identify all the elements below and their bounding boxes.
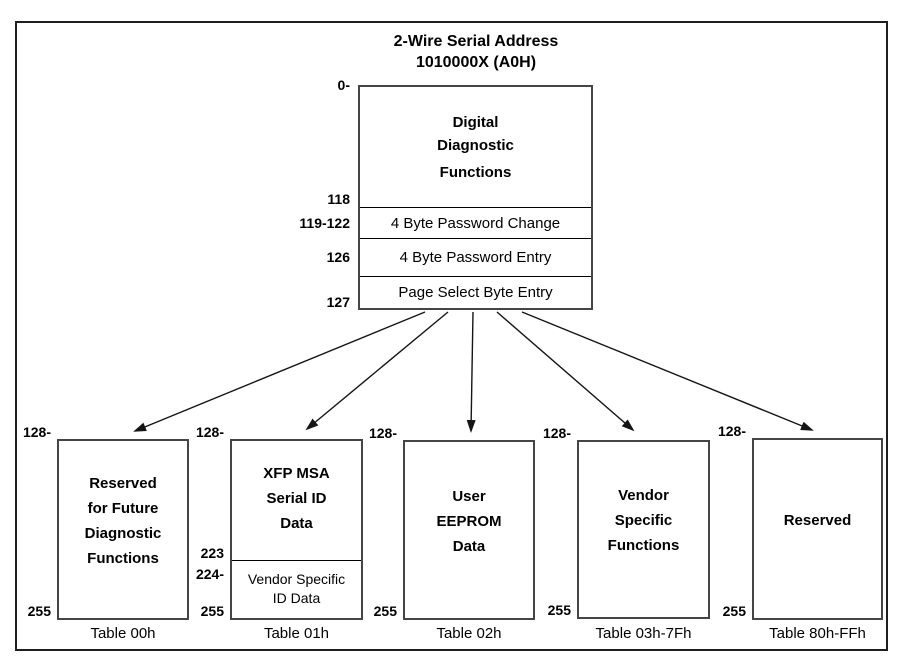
table-00h-title: Reserved for Future Diagnostic Functions xyxy=(85,471,162,571)
title-line-2: 1010000X (A0H) xyxy=(415,54,537,71)
password-entry-row: 4 Byte Password Entry xyxy=(360,238,591,276)
table-01h-caption: Table 01h xyxy=(263,625,330,642)
addr-label-128: 128- xyxy=(22,424,51,440)
addr-label-128: 128- xyxy=(542,425,571,441)
table-80h-caption: Table 80h-FFh xyxy=(769,625,866,642)
box-line: Data xyxy=(280,515,313,532)
box-line: Vendor xyxy=(618,487,669,504)
table-80h-box: Reserved xyxy=(752,438,883,620)
box-line: Diagnostic xyxy=(84,524,162,542)
addr-label-224: 224- xyxy=(195,566,224,582)
table-02h-title: User EEPROM Data xyxy=(436,484,501,559)
table-01h-box: XFP MSA Serial ID Data Vendor Specific I… xyxy=(230,439,363,620)
addr-label-255: 255 xyxy=(373,603,397,619)
diagram-title: 2-Wire Serial Address 1010000X (A0H) xyxy=(306,31,646,73)
a0h-memory-box: Digital Diagnostic Functions 4 Byte Pass… xyxy=(358,85,593,310)
box-line: Reserved xyxy=(783,511,852,529)
table-00h-caption: Table 00h xyxy=(90,625,156,642)
addr-label-255: 255 xyxy=(547,602,571,618)
page-select-row: Page Select Byte Entry xyxy=(360,276,591,308)
addr-label-127: 127 xyxy=(326,294,350,310)
addr-label-128: 128- xyxy=(368,425,397,441)
box-line: Vendor Specific xyxy=(247,571,346,587)
section-line: Diagnostic xyxy=(437,136,514,154)
table-02h-caption: Table 02h xyxy=(436,625,502,642)
serial-id-section: XFP MSA Serial ID Data xyxy=(232,441,361,560)
box-line: Reserved xyxy=(89,474,157,492)
box-line: Functions xyxy=(87,549,159,567)
box-line: Specific xyxy=(614,512,673,529)
box-line: ID Data xyxy=(272,590,321,606)
digital-diagnostic-section: Digital Diagnostic Functions xyxy=(360,87,591,207)
addr-label-128: 128- xyxy=(717,423,746,439)
title-line-1: 2-Wire Serial Address xyxy=(393,33,559,50)
box-line: for Future xyxy=(87,499,159,517)
password-change-row: 4 Byte Password Change xyxy=(360,207,591,238)
table-03h-box: Vendor Specific Functions xyxy=(577,440,710,619)
table-02h-box: User EEPROM Data xyxy=(403,440,535,620)
addr-label-0: 0- xyxy=(337,77,350,93)
box-line: EEPROM xyxy=(436,512,502,530)
addr-label-128: 128- xyxy=(195,424,224,440)
vendor-specific-id-section: Vendor Specific ID Data xyxy=(232,560,361,617)
section-line: Functions xyxy=(439,163,512,181)
section-line: Digital xyxy=(452,113,499,131)
box-line: Serial ID xyxy=(266,490,327,507)
addr-label-255: 255 xyxy=(722,603,746,619)
box-line: User xyxy=(452,487,486,505)
addr-label-223: 223 xyxy=(200,545,224,561)
box-line: XFP MSA xyxy=(263,465,330,482)
box-line: Data xyxy=(452,537,486,555)
addr-label-255: 255 xyxy=(27,603,51,619)
table-00h-box: Reserved for Future Diagnostic Functions xyxy=(57,439,189,620)
addr-label-118: 118 xyxy=(327,191,350,207)
addr-label-126: 126 xyxy=(326,249,350,265)
table-80h-title: Reserved xyxy=(784,508,852,533)
table-03h-caption: Table 03h-7Fh xyxy=(595,625,692,642)
table-03h-title: Vendor Specific Functions xyxy=(608,483,680,558)
addr-label-119-122: 119-122 xyxy=(299,215,350,231)
addr-label-255: 255 xyxy=(200,603,224,619)
box-line: Functions xyxy=(607,537,680,554)
